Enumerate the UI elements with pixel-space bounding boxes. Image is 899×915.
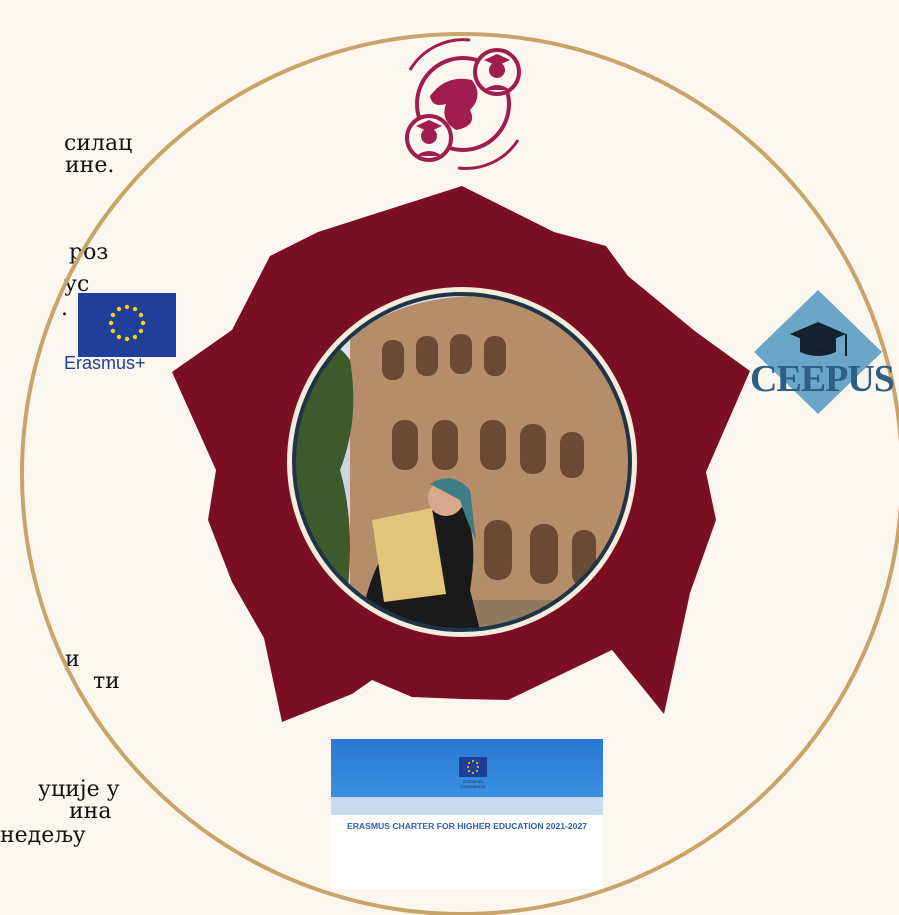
graduation-cap-icon xyxy=(790,322,847,356)
charter-stripe xyxy=(331,797,603,815)
erasmus-plus-wordmark: Erasmus+ xyxy=(64,353,146,373)
student-exchange-globe-icon xyxy=(397,38,529,170)
left-text-line: силац xyxy=(64,131,133,156)
left-text-line: ус xyxy=(64,272,90,297)
erasmus-charter-title: ERASMUS CHARTER FOR HIGHER EDUCATION 202… xyxy=(346,821,588,831)
european-commission-label: European Commission xyxy=(460,779,486,789)
left-text-line: ти xyxy=(93,669,120,694)
erasmus-plus-logo: Erasmus+ xyxy=(64,293,178,379)
left-text-line: уције у xyxy=(38,777,120,802)
eu-flag-icon xyxy=(78,293,176,357)
outer-ring xyxy=(20,32,899,915)
erasmus-charter-logo: European Commission ERASMUS CHARTER FOR … xyxy=(331,739,603,889)
ceepus-logo-mark xyxy=(754,290,882,414)
ceepus-wordmark: CEEPUS xyxy=(750,358,895,400)
left-text-line: . xyxy=(61,296,68,321)
left-text-line: и xyxy=(65,647,80,672)
left-text-line: ине. xyxy=(65,153,115,178)
left-text-line: ина xyxy=(69,799,112,824)
ceepus-logo: CEEPUS xyxy=(744,284,895,414)
ec-flag-icon xyxy=(459,757,487,777)
left-text-line: недељу xyxy=(0,823,86,848)
